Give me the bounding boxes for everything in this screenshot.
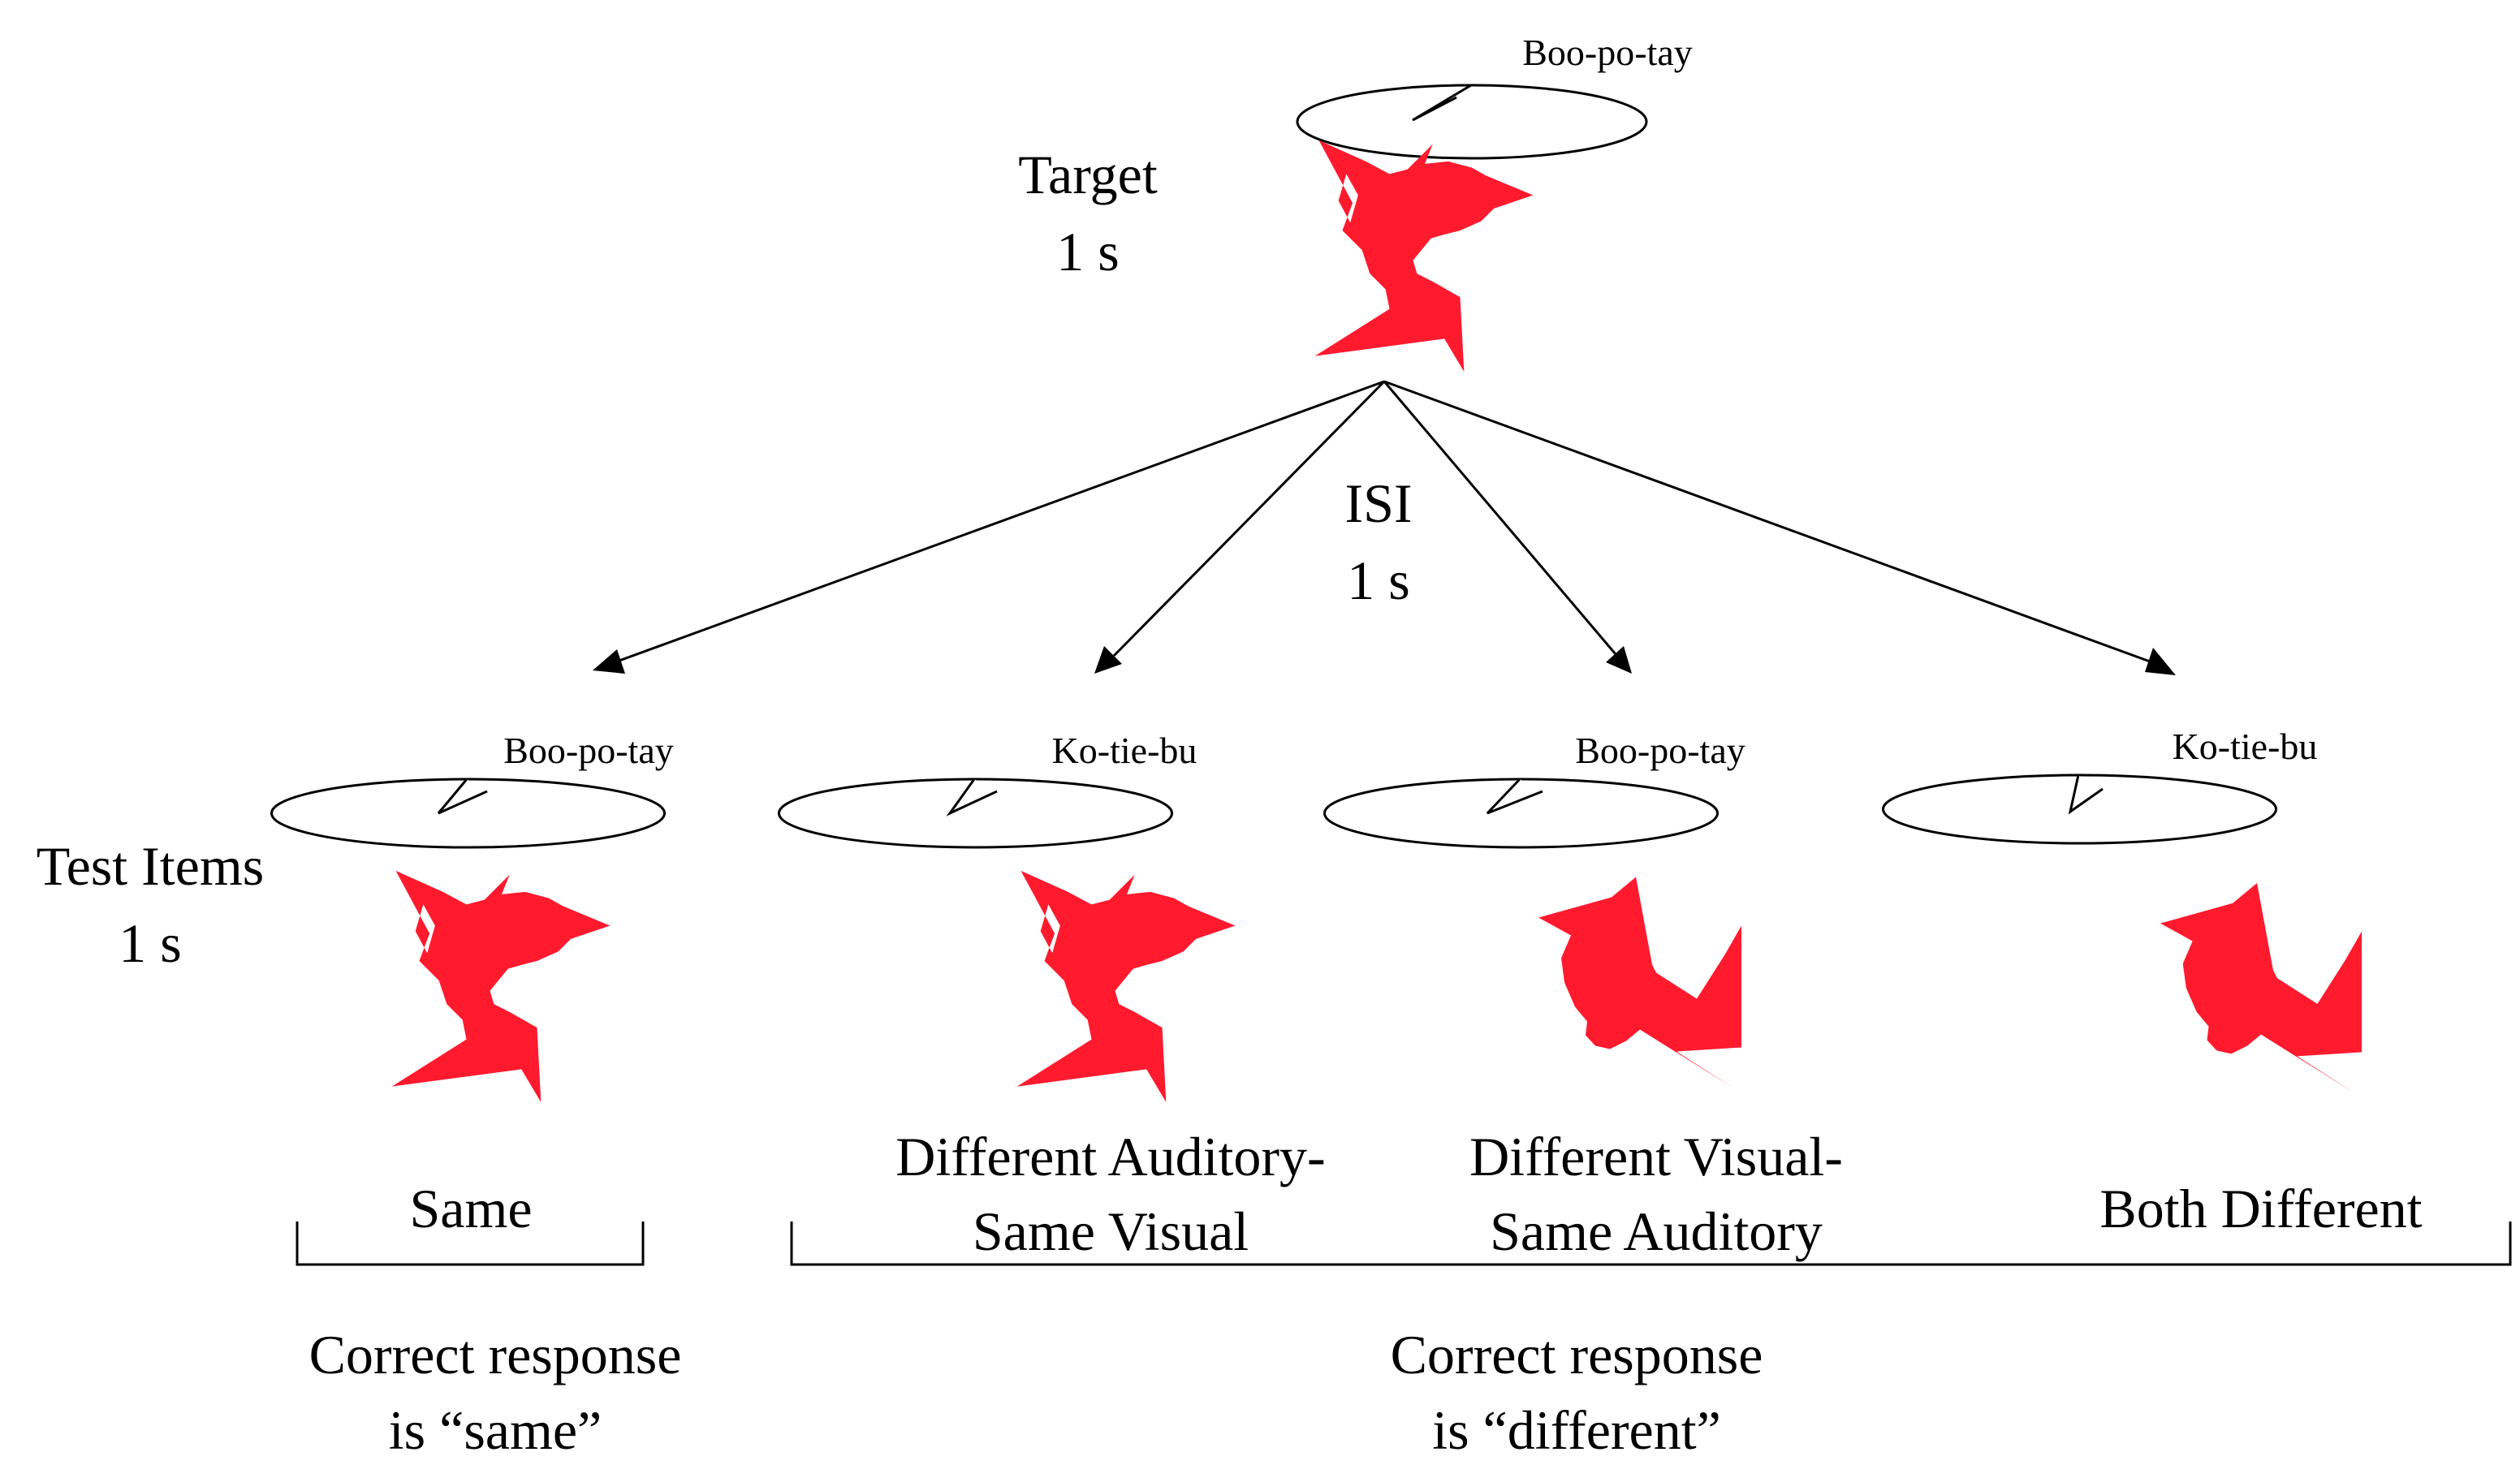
arrow-shape	[1538, 877, 1741, 1088]
test-item-different-visual-same-auditory: Boo-po-tay Different Visual- Same Audito…	[1323, 730, 1843, 1262]
target-speech-text: Boo-po-tay	[1522, 32, 1693, 73]
test-items-label: Test Items	[37, 835, 264, 897]
same-bracket	[296, 1222, 645, 1266]
speech-text: Boo-po-tay	[1575, 730, 1745, 771]
speech-bubble: Ko-tie-bu	[778, 730, 1197, 849]
test-item-both-different: Ko-tie-bu Both Different	[1882, 726, 2423, 1239]
speech-text: Ko-tie-bu	[1052, 730, 1197, 771]
correct-response-same: Correct response	[309, 1324, 682, 1385]
speech-text: Ko-tie-bu	[2173, 726, 2318, 767]
bird-shape	[1016, 870, 1236, 1102]
different-bracket	[790, 1222, 2512, 1266]
correct-response-different: Correct response	[1391, 1324, 1763, 1385]
condition-caption: Same Visual	[973, 1200, 1249, 1262]
speech-bubble: Ko-tie-bu	[1882, 726, 2318, 845]
condition-caption: Same Auditory	[1490, 1200, 1823, 1262]
condition-caption: Different Auditory-	[895, 1126, 1325, 1187]
test-item-same: Boo-po-tay Same	[270, 730, 674, 1239]
test-item-different-auditory-same-visual: Ko-tie-bu Different Auditory- Same Visua…	[778, 730, 1326, 1262]
speech-bubble: Boo-po-tay	[270, 730, 674, 849]
target-duration: 1 s	[1056, 221, 1119, 282]
target-bird-shape	[1314, 140, 1534, 372]
target-label: Target	[1018, 144, 1158, 205]
arrow-to-both-different	[1383, 380, 2176, 675]
arrow-to-different-visual	[1383, 381, 1632, 674]
arrow-to-same	[593, 380, 1385, 674]
bird-shape	[391, 870, 611, 1102]
arrow-shape	[2160, 883, 2362, 1092]
correct-response-same-value: is “same”	[389, 1399, 602, 1461]
condition-caption: Different Visual-	[1469, 1126, 1843, 1187]
condition-caption: Same	[409, 1178, 532, 1239]
target-speech-bubble: Boo-po-tay	[1296, 32, 1693, 160]
correct-response-different-value: is “different”	[1432, 1399, 1721, 1461]
test-items-duration: 1 s	[119, 912, 181, 974]
speech-bubble: Boo-po-tay	[1323, 730, 1745, 849]
condition-caption: Both Different	[2099, 1178, 2422, 1239]
isi-duration: 1 s	[1347, 549, 1409, 611]
isi-label: ISI	[1344, 472, 1412, 534]
speech-text: Boo-po-tay	[503, 730, 674, 771]
arrow-to-different-auditory	[1094, 380, 1386, 674]
